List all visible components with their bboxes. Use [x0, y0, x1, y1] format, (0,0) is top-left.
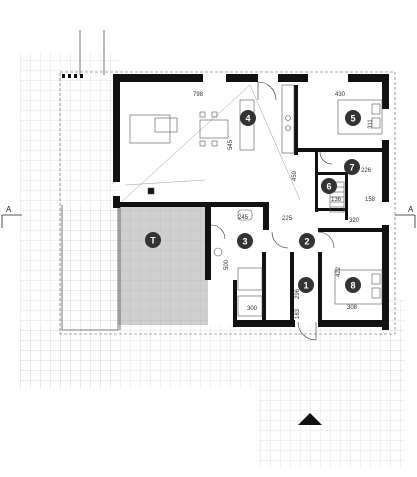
- dim-798: 798: [193, 92, 204, 98]
- dim-183: 183: [295, 308, 301, 319]
- dim-430: 430: [335, 92, 346, 98]
- room-marker-1: 1: [298, 277, 314, 293]
- svg-text:A: A: [408, 205, 414, 214]
- furniture: [129, 84, 383, 317]
- section-mark-right: A: [395, 205, 416, 228]
- svg-text:4: 4: [245, 114, 250, 124]
- dim-245: 245: [238, 215, 249, 221]
- terrace-fence: [61, 30, 121, 331]
- room-markers: 4 5 7 6 3 2 1 8: [145, 110, 361, 293]
- dimension-labels: 798 430 311 545 459 226 136 158 320 245 …: [193, 92, 376, 319]
- section-mark-left: A: [1, 205, 22, 228]
- dim-320: 320: [349, 218, 360, 224]
- entrance-arrow-icon: [298, 413, 322, 425]
- svg-text:8: 8: [350, 281, 355, 291]
- dim-500: 500: [224, 259, 230, 270]
- svg-text:2: 2: [304, 237, 309, 247]
- room-marker-5: 5: [345, 110, 361, 126]
- svg-text:3: 3: [242, 237, 247, 247]
- dim-545: 545: [228, 139, 234, 150]
- svg-text:1: 1: [303, 281, 308, 291]
- dim-308: 308: [347, 305, 358, 311]
- svg-text:T: T: [150, 236, 156, 246]
- vent-marks: [62, 74, 83, 78]
- roof-outline: [59, 71, 396, 335]
- room-marker-3: 3: [237, 233, 253, 249]
- terrace-covered: [118, 205, 208, 325]
- doors: [210, 81, 335, 341]
- dim-311: 311: [368, 119, 374, 129]
- room-marker-4: 4: [240, 110, 256, 126]
- dim-296: 296: [295, 288, 301, 299]
- dim-226: 226: [361, 168, 372, 174]
- svg-text:6: 6: [326, 182, 331, 192]
- svg-text:5: 5: [350, 114, 355, 124]
- walls: [113, 74, 389, 330]
- room-marker-t: T: [145, 232, 161, 248]
- dim-459: 459: [292, 170, 298, 181]
- dim-158: 158: [365, 197, 376, 203]
- dim-300: 300: [247, 306, 258, 312]
- room-marker-8: 8: [345, 277, 361, 293]
- room-marker-6: 6: [321, 178, 337, 194]
- paving-area: [20, 52, 405, 468]
- room-marker-7: 7: [344, 159, 360, 175]
- roof-lines: [117, 84, 301, 206]
- dim-422: 422: [336, 266, 342, 277]
- dim-225: 225: [282, 216, 293, 222]
- svg-text:7: 7: [349, 163, 354, 173]
- dim-136: 136: [331, 197, 342, 203]
- room-marker-2: 2: [299, 233, 315, 249]
- svg-text:A: A: [6, 205, 12, 214]
